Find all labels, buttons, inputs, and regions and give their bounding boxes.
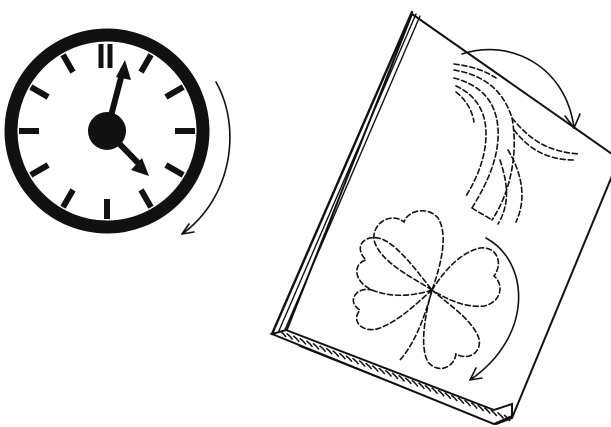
clock-center-hub	[88, 112, 126, 150]
book-page	[286, 14, 611, 424]
clock-icon	[11, 35, 203, 227]
book-icon	[272, 12, 611, 424]
